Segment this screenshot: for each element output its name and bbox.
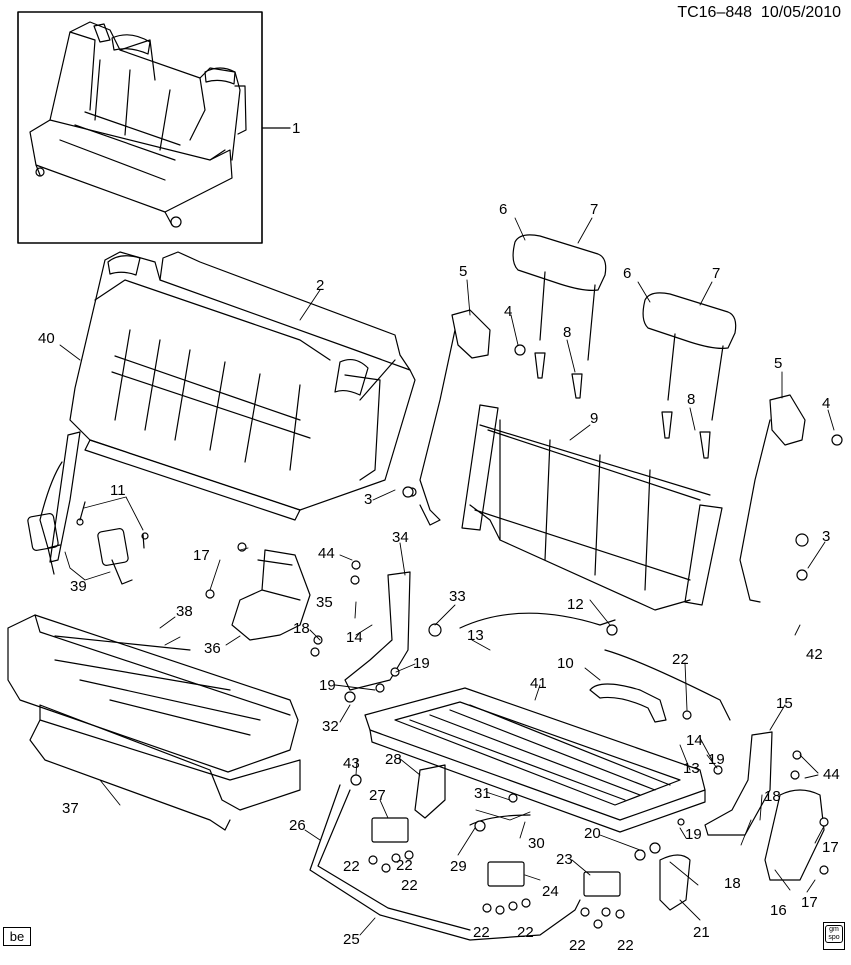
seat-back-assembly <box>69 251 416 521</box>
callout-19: 19 <box>685 826 702 843</box>
seat-back-frame <box>461 404 723 611</box>
callout-43: 43 <box>343 755 360 772</box>
callout-5: 5 <box>459 263 468 280</box>
callout-19: 19 <box>708 751 725 768</box>
diagram-code: TC16–848 <box>677 4 753 21</box>
callout-15: 15 <box>776 695 793 712</box>
gmspo-logo-mark: gm spo <box>825 925 843 943</box>
callout-18: 18 <box>764 788 781 805</box>
callout-9: 9 <box>590 410 599 427</box>
callout-25: 25 <box>343 931 360 948</box>
callout-40: 40 <box>38 330 55 347</box>
callout-33: 33 <box>449 588 466 605</box>
callout-44: 44 <box>318 545 335 562</box>
callout-31: 31 <box>474 785 491 802</box>
hinge-brackets <box>231 549 825 911</box>
callout-6: 6 <box>623 265 632 282</box>
assembled-seat-inset <box>17 11 263 244</box>
callout-16: 16 <box>770 902 787 919</box>
callout-26: 26 <box>289 817 306 834</box>
callout-22: 22 <box>569 937 586 954</box>
callout-24: 24 <box>542 883 559 900</box>
callout-41: 41 <box>530 675 547 692</box>
callout-10: 10 <box>557 655 574 672</box>
callout-23: 23 <box>556 851 573 868</box>
callout-21: 21 <box>693 924 710 941</box>
left-belt-buckles <box>27 431 149 585</box>
seat-cushion <box>7 614 301 831</box>
callout-12: 12 <box>567 596 584 613</box>
callout-22: 22 <box>343 858 360 875</box>
callout-8: 8 <box>687 391 696 408</box>
illustration-code-box: be <box>3 927 31 946</box>
callout-14: 14 <box>686 732 703 749</box>
callout-13: 13 <box>467 627 484 644</box>
upper-belt-guides <box>419 309 806 603</box>
callout-29: 29 <box>450 858 467 875</box>
callout-22: 22 <box>473 924 490 941</box>
callout-44: 44 <box>823 766 840 783</box>
seat-cushion-frame <box>364 687 706 833</box>
callout-42: 42 <box>806 646 823 663</box>
callout-27: 27 <box>369 787 386 804</box>
callout-14: 14 <box>346 629 363 646</box>
callout-2: 2 <box>316 277 325 294</box>
release-handle <box>589 683 667 723</box>
fasteners <box>205 344 843 929</box>
callout-35: 35 <box>316 594 333 611</box>
gmspo-logo-top: gm <box>829 926 839 933</box>
callout-1: 1 <box>292 120 301 137</box>
release-cables <box>309 612 731 941</box>
diagram-header: TC16–848 10/05/2010 <box>677 4 841 22</box>
headrests <box>512 234 737 421</box>
callout-22: 22 <box>401 877 418 894</box>
callout-3: 3 <box>364 491 373 508</box>
callout-4: 4 <box>822 395 831 412</box>
callout-28: 28 <box>385 751 402 768</box>
callout-38: 38 <box>176 603 193 620</box>
callout-20: 20 <box>584 825 601 842</box>
callout-17: 17 <box>193 547 210 564</box>
callout-3: 3 <box>822 528 831 545</box>
callout-6: 6 <box>499 201 508 218</box>
gmspo-logo-bottom: spo <box>828 934 840 941</box>
diagram-date: 10/05/2010 <box>760 4 841 21</box>
callout-4: 4 <box>504 303 513 320</box>
callout-5: 5 <box>774 355 783 372</box>
callout-11: 11 <box>110 482 126 499</box>
callout-7: 7 <box>590 201 599 218</box>
callout-37: 37 <box>62 800 79 817</box>
callout-18: 18 <box>293 620 310 637</box>
callout-36: 36 <box>204 640 221 657</box>
callout-19: 19 <box>413 655 430 672</box>
leader-lines <box>59 217 835 936</box>
callout-22: 22 <box>517 924 534 941</box>
callout-39: 39 <box>70 578 87 595</box>
callout-17: 17 <box>822 839 839 856</box>
callout-17: 17 <box>801 894 818 911</box>
callout-8: 8 <box>563 324 572 341</box>
headrest-guides <box>534 352 711 459</box>
callout-19: 19 <box>319 677 336 694</box>
callout-22-b: 22 <box>396 857 413 874</box>
gmspo-logo: gm spo <box>823 922 845 950</box>
callout-7: 7 <box>712 265 721 282</box>
callout-32: 32 <box>322 718 339 735</box>
callout-22: 22 <box>672 651 689 668</box>
callout-18: 18 <box>724 875 741 892</box>
callout-22: 22 <box>617 937 634 954</box>
callout-13: 13 <box>683 760 700 777</box>
seat-latches <box>371 817 621 897</box>
callout-34: 34 <box>392 529 409 546</box>
callout-30: 30 <box>528 835 545 852</box>
